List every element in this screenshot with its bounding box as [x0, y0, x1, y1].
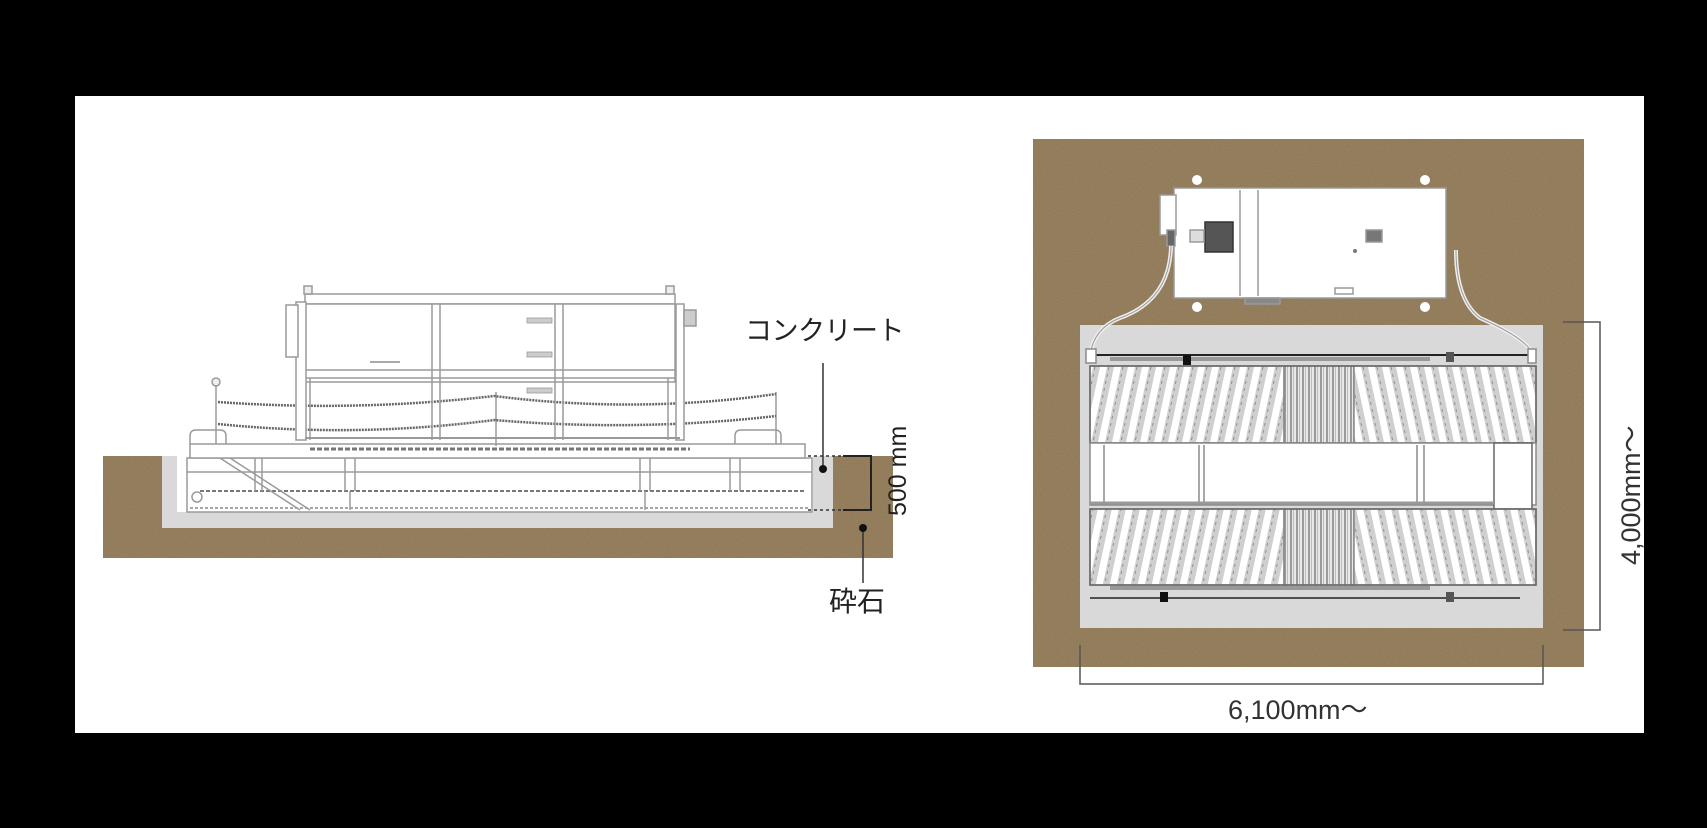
- dimension-bracket-500: [843, 455, 872, 511]
- dimension-label-depth: 4,000mm〜: [1616, 425, 1646, 565]
- label-gravel: 砕石: [829, 585, 886, 618]
- ground-gravel: [103, 456, 893, 558]
- label-concrete: コンクリート: [745, 316, 905, 347]
- side-view: [103, 285, 893, 583]
- dimension-label-width: 6,100mm〜: [1228, 695, 1368, 725]
- lift-frame-top: [1085, 348, 1537, 602]
- dimension-bracket-depth: [1563, 321, 1601, 631]
- control-unit: [1088, 175, 1535, 357]
- machine-side: [186, 285, 813, 513]
- dimension-bracket-width: [1079, 645, 1544, 685]
- dimension-label-depth-500: 500 mm: [884, 425, 912, 516]
- concrete-layer: [162, 456, 833, 528]
- top-view: [1033, 139, 1601, 685]
